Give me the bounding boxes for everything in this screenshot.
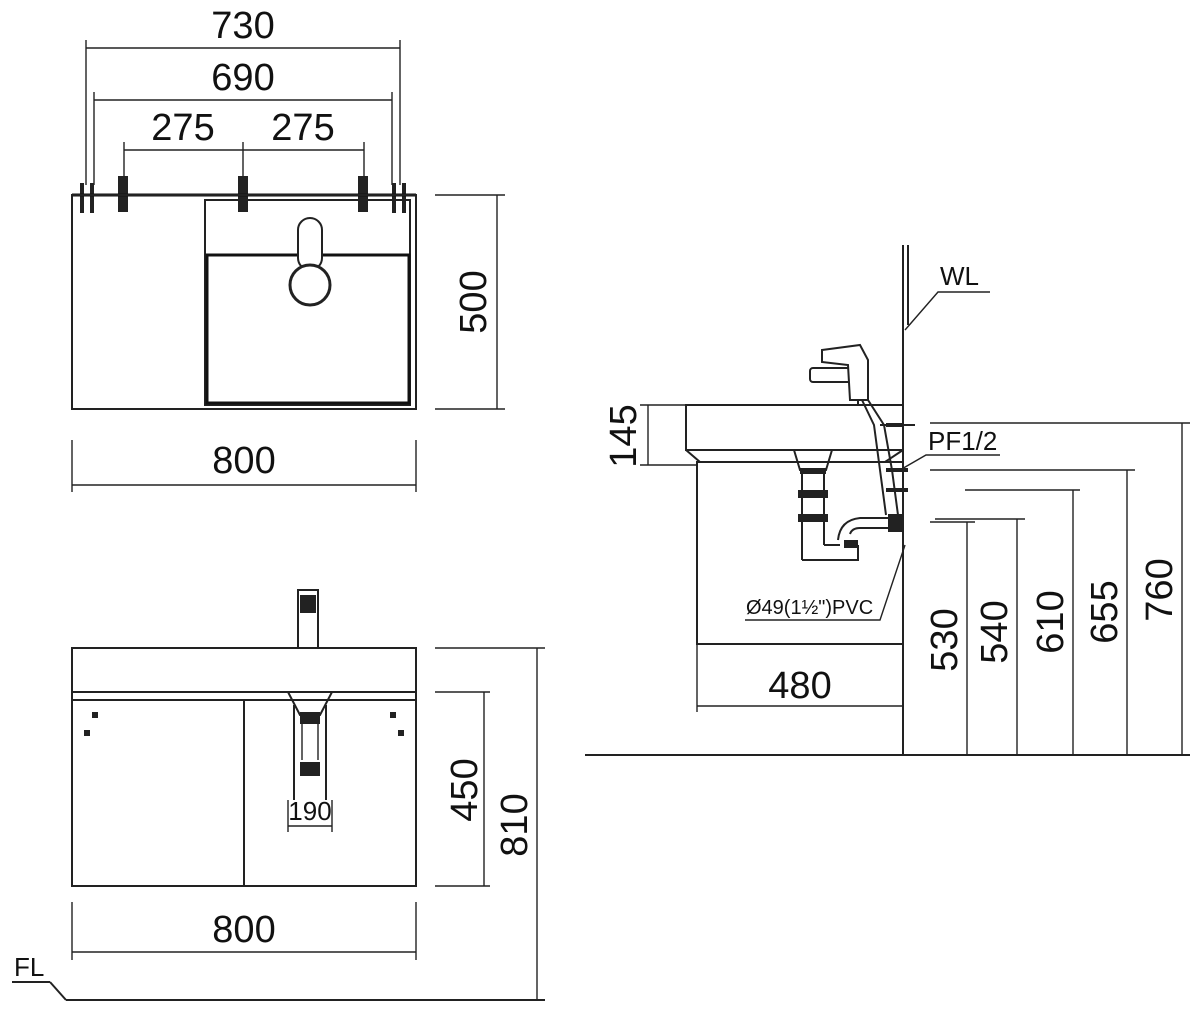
faucet-side-icon (809, 343, 869, 405)
handle-right-icon (390, 712, 396, 718)
supply-hose-icon (861, 399, 915, 516)
dim-label-500: 500 (453, 270, 495, 333)
dim-label-655: 655 (1084, 580, 1126, 643)
dim-label-690: 690 (211, 57, 274, 99)
dimension-610: 610 (965, 489, 1080, 755)
supply-label: PF1/2 (928, 426, 997, 456)
basin-front (71, 647, 417, 693)
dim-label-810: 810 (494, 793, 536, 856)
dimension-500: 500 (435, 194, 505, 410)
dim-label-450: 450 (444, 758, 486, 821)
drain-label: Ø49(1½")PVC (746, 597, 873, 619)
drain-pipe-icon (287, 691, 333, 800)
dimension-190: 190 (287, 796, 333, 832)
dimension-450: 450 (435, 691, 490, 887)
side-view: WL (585, 245, 1190, 756)
dimension-760: 760 (930, 422, 1190, 755)
floor-line: FL (12, 952, 545, 1001)
dimension-540: 540 (935, 518, 1025, 755)
dim-label-190: 190 (288, 796, 331, 826)
dim-label-800-top: 800 (212, 440, 275, 482)
dimension-480: 480 (696, 644, 903, 712)
dim-label-610: 610 (1030, 590, 1072, 653)
front-view: 190 450 810 800 FL (12, 589, 545, 1001)
dimension-800-top: 800 (71, 440, 417, 492)
drain-trap-icon (793, 449, 904, 561)
dim-label-480: 480 (768, 665, 831, 707)
dimension-145: 145 (603, 404, 697, 468)
faucet-top-icon (288, 217, 332, 307)
wall-label: WL (940, 261, 979, 291)
top-view: 730 690 275 275 (71, 5, 505, 492)
handle-left-icon (92, 712, 98, 718)
dim-label-275-left: 275 (151, 107, 214, 149)
dim-label-145: 145 (603, 404, 645, 467)
drain-label-leader: Ø49(1½")PVC (745, 544, 906, 621)
dimension-530: 530 (924, 521, 975, 755)
dim-label-530: 530 (924, 608, 966, 671)
supply-label-leader: PF1/2 (899, 426, 1000, 471)
dimension-810: 810 (435, 647, 545, 1000)
dimension-655: 655 (930, 469, 1135, 755)
dim-label-800-bottom: 800 (212, 909, 275, 951)
dim-label-730: 730 (211, 5, 274, 47)
dimension-690: 690 (93, 57, 393, 185)
top-cabinet-outline (71, 194, 417, 410)
dimension-730: 730 (85, 5, 401, 185)
dimension-275-275: 275 275 (123, 107, 365, 185)
dim-label-275-right: 275 (271, 107, 334, 149)
dimension-800-bottom: 800 (71, 902, 417, 960)
floor-label: FL (14, 952, 44, 982)
dim-label-540: 540 (974, 600, 1016, 663)
faucet-front-icon (297, 589, 319, 649)
dim-label-760: 760 (1139, 558, 1181, 621)
wall-label-leader: WL (904, 261, 990, 331)
